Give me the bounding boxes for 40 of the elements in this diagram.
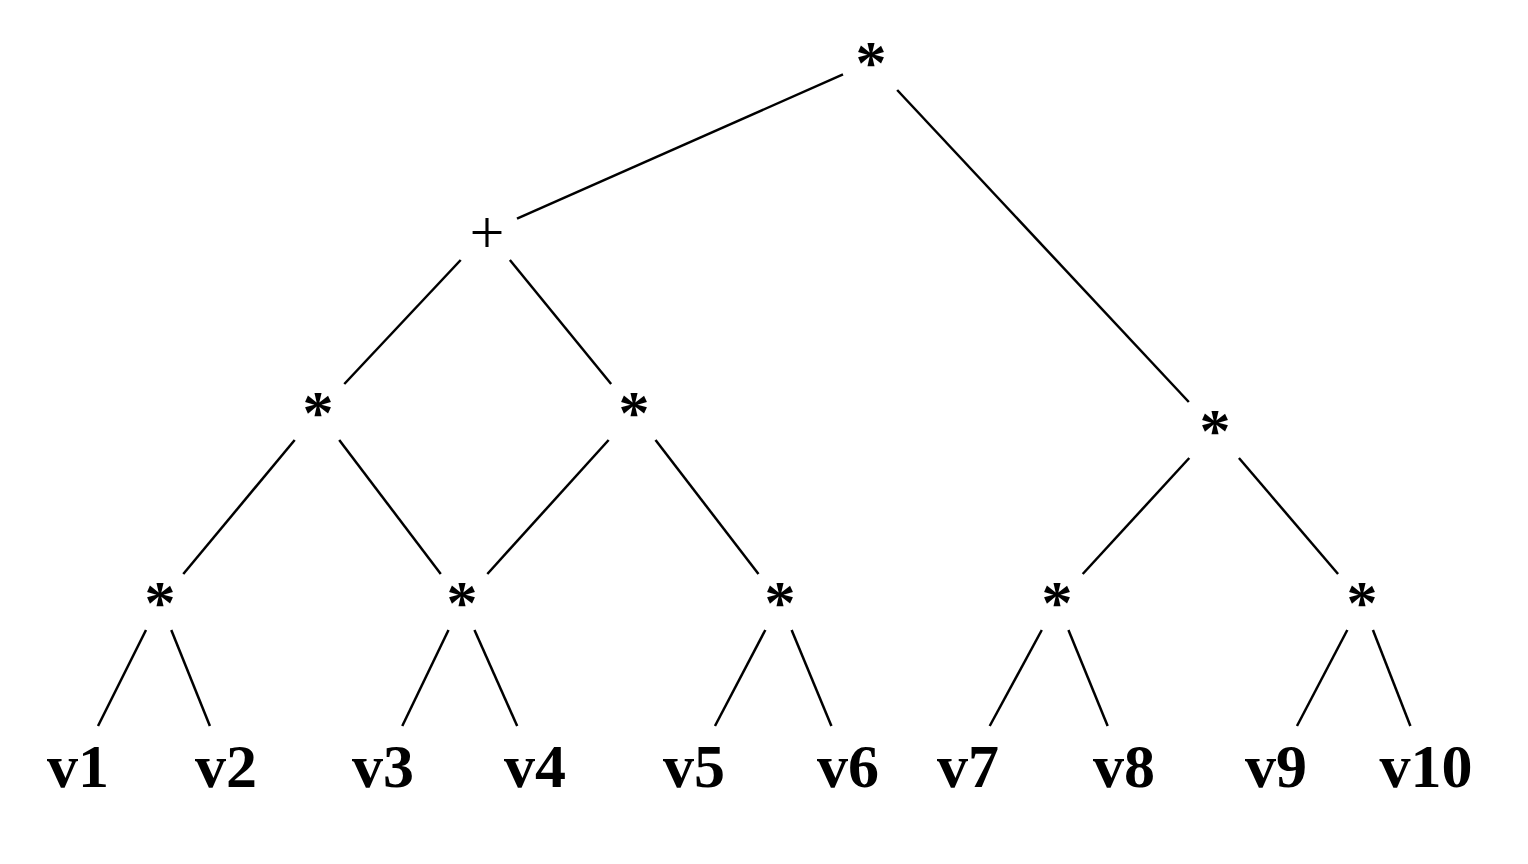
node-label: v10 [1379,735,1473,797]
node-label: * [446,571,478,633]
node-label: v1 [47,735,109,797]
node-label: v4 [504,735,566,797]
node-label: * [764,571,796,633]
node-label: v6 [817,735,879,797]
node-label: v7 [937,735,999,797]
tree-edge [896,89,1190,403]
tree-edge [790,629,833,727]
tree-edge [338,439,442,575]
tree-edge [96,629,148,727]
node-label: v3 [352,735,414,797]
tree-edge [170,629,212,727]
node-label: * [855,31,887,93]
tree-edge [343,259,462,385]
tree-edge [1371,629,1412,727]
node-label: * [1041,571,1073,633]
operator-label: + [469,201,505,263]
tree-edge [713,629,767,727]
node-label: v9 [1245,735,1307,797]
node-label: * [1199,399,1231,461]
tree-edge [1295,629,1349,727]
node-label: * [144,571,176,633]
tree-edge [473,629,519,727]
node-label: v8 [1093,735,1155,797]
tree-edge [1237,457,1340,575]
tree-edge [1081,457,1191,575]
node-label: v2 [195,735,257,797]
node-label: * [302,381,334,443]
node-label: * [1346,571,1378,633]
tree-edge [654,439,760,575]
tree-edge [988,629,1043,727]
node-label: * [618,381,650,443]
tree-edge [401,629,450,727]
tree-edge [508,259,613,385]
tree-edge [182,439,296,575]
tree-edge [1067,629,1109,727]
tree-edge [486,439,610,575]
node-label: v5 [663,735,725,797]
tree-edge [516,73,844,220]
